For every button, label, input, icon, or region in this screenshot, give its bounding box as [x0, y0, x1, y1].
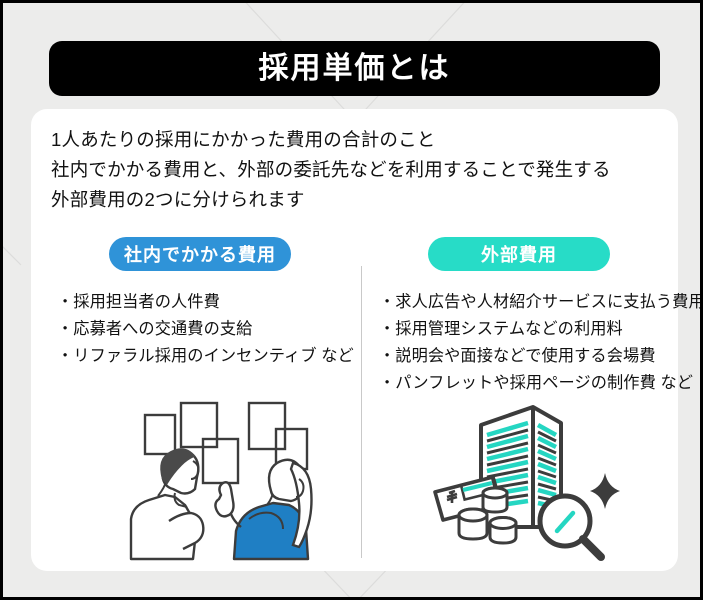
column-external-costs: 外部費用 ・求人広告や人材紹介サービスに支払う費用 ・採用管理システムなどの利用… — [369, 237, 703, 397]
page-title-bar: 採用単価とは — [49, 41, 660, 96]
content-card: 1人あたりの採用にかかった費用の合計のこと 社内でかかる費用と、外部の委託先など… — [31, 109, 703, 571]
list-item: ・説明会や面接などで使用する会場費 — [379, 347, 656, 365]
list-internal-costs: ・採用担当者の人件費 ・応募者への交通費の支給 ・リファラル採用のインセンティブ… — [41, 289, 359, 370]
sparkle-icon — [590, 473, 620, 509]
person-woman-icon — [214, 458, 313, 561]
lead-line-2: 社内でかかる費用と、外部の委託先などを利用することで発生する — [51, 159, 611, 180]
magnifier-icon — [537, 493, 605, 561]
floating-cards-icon — [143, 401, 309, 485]
list-item: ・採用管理システムなどの利用料 — [379, 320, 623, 338]
page-title: 採用単価とは — [258, 51, 451, 85]
list-item: ・パンフレットや採用ページの制作費 など — [379, 374, 694, 392]
lead-line-3: 外部費用の2つに分けられます — [51, 189, 305, 210]
list-item: ・採用担当者の人件費 — [57, 293, 220, 311]
illustration-people-and-cards — [129, 401, 313, 561]
list-item: ・リファラル採用のインセンティブ など — [57, 347, 354, 365]
lead-description: 1人あたりの採用にかかった費用の合計のこと 社内でかかる費用と、外部の委託先など… — [51, 125, 663, 215]
person-man-icon — [129, 448, 205, 561]
list-item: ・応募者への交通費の支給 — [57, 320, 253, 338]
column-divider — [361, 266, 362, 558]
coins-icon — [457, 486, 518, 545]
list-external-costs: ・求人広告や人材紹介サービスに支払う費用 ・採用管理システムなどの利用料 ・説明… — [369, 289, 703, 397]
label-internal-costs: 社内でかかる費用 — [109, 237, 291, 271]
label-external-costs: 外部費用 — [428, 237, 610, 271]
column-internal-costs: 社内でかかる費用 ・採用担当者の人件費 ・応募者への交通費の支給 ・リファラル採… — [41, 237, 359, 370]
list-item: ・求人広告や人材紹介サービスに支払う費用 — [379, 293, 703, 311]
lead-line-1: 1人あたりの採用にかかった費用の合計のこと — [51, 129, 436, 150]
illustration-building-money-magnifier — [433, 405, 620, 561]
